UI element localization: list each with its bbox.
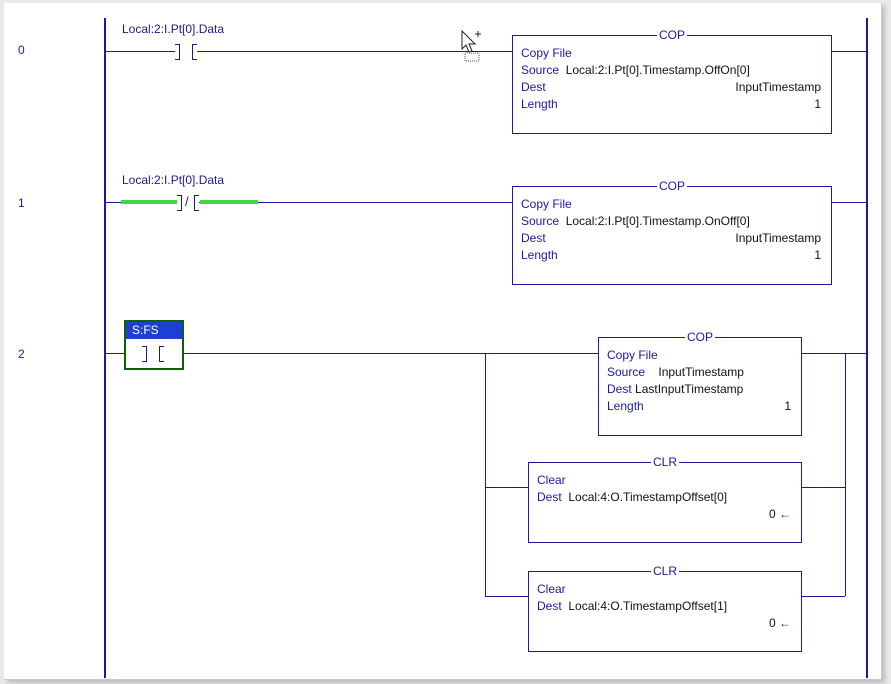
instruction-name: CLR — [650, 564, 680, 578]
mouse-cursor-icon — [461, 29, 481, 62]
branch-wire — [485, 596, 528, 597]
energized-wire-highlight — [121, 200, 177, 204]
rung-wire — [831, 202, 866, 203]
instruction-description: Copy File — [521, 46, 572, 60]
source-operand[interactable]: Source Local:2:I.Pt[0].Timestamp.OffOn[0… — [521, 63, 750, 77]
dest-operand[interactable]: Dest Local:4:O.TimestampOffset[0] — [537, 490, 728, 504]
xio-contact[interactable]: / — [177, 194, 199, 211]
left-arrow-icon: ← — [779, 507, 791, 521]
source-operand[interactable]: Source Local:2:I.Pt[0].Timestamp.OnOff[0… — [521, 214, 750, 228]
contact-tag[interactable]: S:FS — [126, 322, 182, 339]
instruction-name: CLR — [650, 455, 680, 469]
rung-number[interactable]: 2 — [18, 347, 25, 361]
branch-right-leg — [845, 353, 846, 596]
rung-wire — [831, 51, 866, 52]
branch-wire — [485, 487, 528, 488]
left-arrow-icon: ← — [779, 616, 791, 630]
instruction-description: Copy File — [607, 348, 658, 362]
dest-operand[interactable]: Dest Local:4:O.TimestampOffset[1] — [537, 599, 728, 613]
branch-wire — [801, 596, 845, 597]
rung-wire — [106, 202, 512, 203]
cop-instruction-block[interactable]: COP Copy File Source Local:2:I.Pt[0].Tim… — [512, 179, 832, 285]
branch-left-leg — [485, 353, 486, 596]
clr-instruction-block[interactable]: CLR Clear Dest Local:4:O.TimestampOffset… — [528, 564, 802, 652]
source-operand[interactable]: Source InputTimestamp — [607, 365, 744, 379]
clr-instruction-block[interactable]: CLR Clear Dest Local:4:O.TimestampOffset… — [528, 455, 802, 543]
xic-contact[interactable] — [142, 346, 164, 362]
contact-left-bracket — [175, 44, 180, 60]
branch-wire — [801, 487, 845, 488]
instruction-name: COP — [656, 179, 688, 193]
right-power-rail — [866, 18, 868, 678]
ladder-editor: 0 Local:2:I.Pt[0].Data COP Copy File Sou… — [4, 3, 882, 680]
rung-number[interactable]: 0 — [18, 43, 25, 57]
contact-right-bracket — [159, 346, 164, 362]
rung-wire — [106, 51, 512, 52]
instruction-name: COP — [684, 330, 716, 344]
contact-left-bracket — [177, 195, 182, 211]
instruction-description: Clear — [537, 473, 566, 487]
rung-wire — [106, 353, 598, 354]
contact-left-bracket — [142, 346, 147, 362]
contact-tag[interactable]: Local:2:I.Pt[0].Data — [122, 22, 225, 36]
cop-instruction-block[interactable]: COP Copy File Source InputTimestamp Dest… — [598, 330, 802, 436]
sfs-contact[interactable]: S:FS — [124, 320, 184, 370]
cop-instruction-block[interactable]: COP Copy File Source Local:2:I.Pt[0].Tim… — [512, 28, 832, 134]
rung-number[interactable]: 1 — [18, 196, 25, 210]
contact-right-bracket — [194, 195, 199, 211]
xic-contact[interactable] — [175, 44, 197, 60]
contact-tag[interactable]: Local:2:I.Pt[0].Data — [122, 173, 225, 187]
contact-right-bracket — [192, 44, 197, 60]
left-power-rail — [104, 18, 106, 678]
dest-operand[interactable]: Dest LastInputTimestamp — [607, 382, 744, 396]
instruction-name: COP — [656, 28, 688, 42]
instruction-description: Clear — [537, 582, 566, 596]
rung-wire — [801, 353, 866, 354]
instruction-description: Copy File — [521, 197, 572, 211]
energized-wire-highlight — [200, 200, 258, 204]
contact-slash: / — [185, 194, 189, 209]
